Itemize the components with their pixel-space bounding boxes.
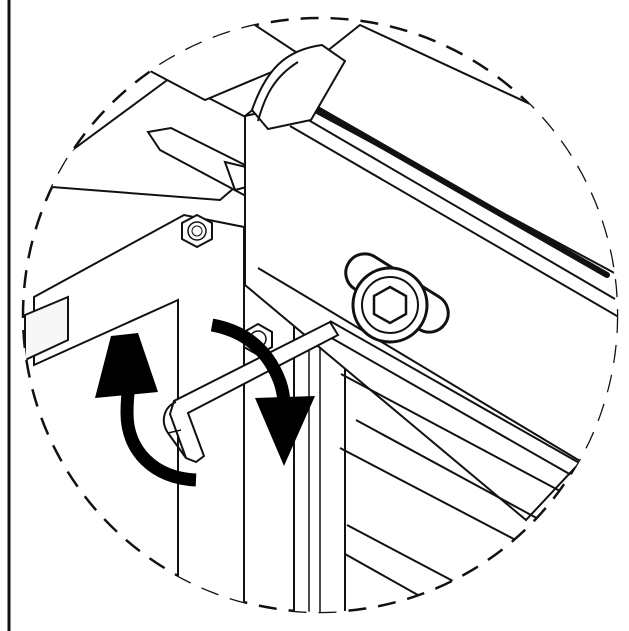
rail-top-lip: [297, 96, 610, 278]
swing-lever-curve: [257, 61, 299, 122]
rail-lower-line-2: [327, 335, 588, 485]
main-rail-housing: [244, 23, 617, 522]
socket-bolt-icon: [372, 285, 408, 325]
hex-bolt-icon: [181, 213, 213, 249]
rail-lower-line-3: [340, 373, 576, 500]
rail-lower-edge: [257, 267, 601, 474]
swing-lever: [250, 43, 347, 131]
rail-lower-line-6: [346, 524, 471, 591]
rail-lower-line-1: [329, 320, 605, 478]
clockwise-arrowhead: [255, 396, 315, 466]
rail-lower-line-5: [339, 447, 532, 549]
rail-lower-line-4: [355, 419, 556, 529]
left-wall: [33, 213, 245, 612]
hex-key-icon: [162, 320, 340, 464]
assembly-drawing: [23, 18, 617, 612]
rail-top-line-2: [289, 125, 617, 324]
rail-top-line-1: [292, 110, 616, 300]
side-tab: [24, 295, 69, 362]
counterclockwise-arrowhead: [95, 333, 158, 398]
rail-lower-line-7: [344, 553, 426, 600]
